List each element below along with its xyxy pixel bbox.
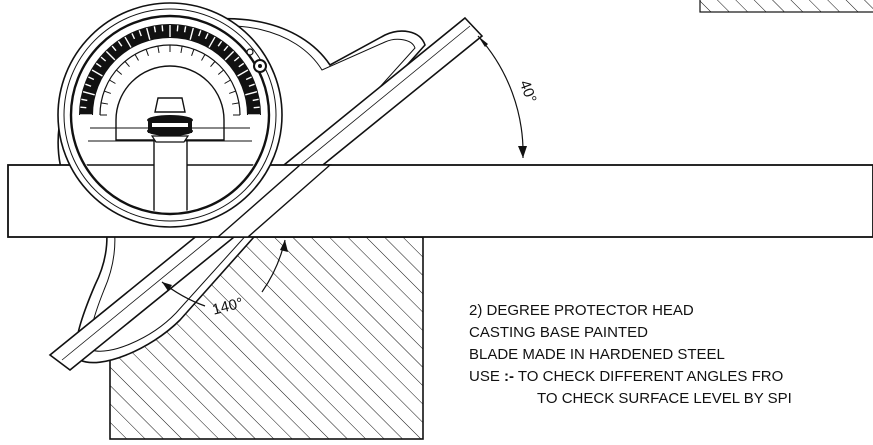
inner-scale-tick — [134, 54, 139, 61]
scale-tick — [238, 62, 245, 68]
use-separator: :- — [504, 368, 515, 385]
scale-tick — [81, 98, 88, 102]
use-text: TO CHECK DIFFERENT ANGLES FRO — [514, 368, 784, 385]
scale-tick — [138, 30, 142, 37]
scale-tick — [189, 27, 194, 40]
inner-scale-tick — [157, 45, 160, 54]
inner-scale-tick — [217, 69, 224, 75]
scale-tick — [105, 50, 116, 61]
inner-scale-tick — [210, 61, 216, 68]
scale-tick — [161, 25, 164, 32]
scale-tick — [252, 98, 259, 102]
scale-tick — [88, 76, 95, 81]
inner-scale-tick — [191, 49, 195, 56]
degree-scale — [79, 24, 261, 116]
inner-scale-tick — [180, 45, 183, 54]
scale-tick — [95, 62, 102, 68]
scale-tick — [176, 25, 179, 32]
scale-tick — [248, 83, 255, 87]
scale-tick — [91, 69, 103, 77]
protractor-stem — [153, 139, 188, 212]
drawing-notes: 2) DEGREE PROTECTOR HEAD CASTING BASE PA… — [469, 300, 873, 410]
scale-tick — [85, 83, 92, 87]
scale-tick — [100, 56, 107, 62]
inner-scale-tick — [229, 90, 236, 94]
scale-tick — [224, 50, 235, 61]
inner-scale-tick — [104, 90, 111, 94]
scale-tick — [233, 56, 240, 62]
scale-tick — [223, 45, 229, 52]
note-line: CASTING BASE PAINTED — [469, 324, 648, 341]
arrowhead-icon — [280, 240, 288, 252]
inner-scale-tick — [201, 54, 206, 61]
lock-nut — [147, 97, 193, 143]
inner-scale-tick — [145, 49, 149, 56]
inner-scale-tick — [100, 102, 109, 105]
scale-tick — [117, 40, 123, 47]
scale-tick — [208, 36, 216, 48]
scale-tick — [131, 33, 136, 40]
blade-over-ruler — [216, 164, 332, 238]
angle-arc-40 — [477, 35, 524, 159]
scale-tick — [183, 26, 187, 33]
note-line: TO CHECK SURFACE LEVEL BY SPI — [537, 390, 792, 407]
scale-tick — [237, 69, 249, 77]
pivot-pin-icon — [246, 48, 254, 56]
scale-tick — [217, 40, 223, 47]
inner-scale-tick — [124, 61, 130, 68]
inner-scale-tick — [116, 69, 123, 75]
scale-tick — [153, 26, 157, 33]
scale-tick — [245, 91, 258, 96]
scale-tick — [111, 45, 117, 52]
note-line: BLADE MADE IN HARDENED STEEL — [469, 346, 725, 363]
scale-tick — [204, 33, 209, 40]
scale-tick — [82, 91, 95, 96]
scale-tick — [253, 106, 260, 109]
inner-scale-tick — [109, 79, 116, 84]
angle-label-40: 40° — [516, 78, 540, 105]
arrowhead-icon — [518, 146, 527, 158]
scale-tick — [245, 76, 252, 81]
scale-tick — [146, 27, 151, 40]
scale-tick — [198, 30, 202, 37]
hatched-strip-top — [699, 0, 873, 13]
arrowhead-icon — [478, 36, 488, 47]
use-label: USE — [469, 368, 505, 385]
dial-ring — [63, 8, 277, 222]
casting-inner-edge — [89, 25, 416, 352]
note-line: 2) DEGREE PROTECTOR HEAD — [469, 302, 694, 319]
scale-tick — [124, 36, 132, 48]
inner-scale-tick — [224, 79, 231, 84]
inner-scale-tick — [231, 102, 240, 105]
note-line-use: USE :- TO CHECK DIFFERENT ANGLES FRO — [469, 366, 873, 388]
arrowhead-icon — [162, 282, 172, 291]
scale-tick — [80, 106, 87, 109]
